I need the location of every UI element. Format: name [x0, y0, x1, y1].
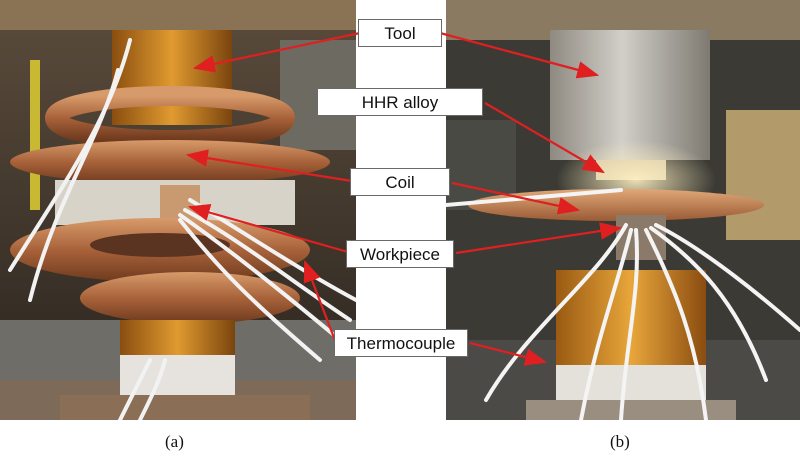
photo-a-illustration [0, 0, 356, 420]
arrow-workpiece-b [455, 222, 623, 255]
photo-panel-a [0, 0, 356, 420]
callout-arrows [185, 31, 623, 366]
arrow-workpiece-a [187, 203, 349, 254]
label-hhr-alloy: HHR alloy [317, 88, 483, 116]
arrow-thermocouple-a [303, 259, 338, 344]
label-tool: Tool [358, 19, 442, 47]
arrow-thermocouple-b [469, 341, 548, 366]
photo-panel-b [446, 0, 800, 420]
photo-b-illustration [446, 0, 800, 420]
caption-a: (a) [165, 432, 184, 451]
label-workpiece: Workpiece [346, 240, 454, 268]
arrow-tool-b [439, 31, 600, 79]
caption-b: (b) [610, 432, 630, 451]
arrow-coil-b [451, 181, 581, 215]
label-thermocouple: Thermocouple [334, 329, 468, 357]
arrow-coil-a [185, 149, 353, 183]
label-coil: Coil [350, 168, 450, 196]
arrow-tool-a [192, 31, 361, 73]
arrow-hhr-alloy [484, 102, 605, 174]
